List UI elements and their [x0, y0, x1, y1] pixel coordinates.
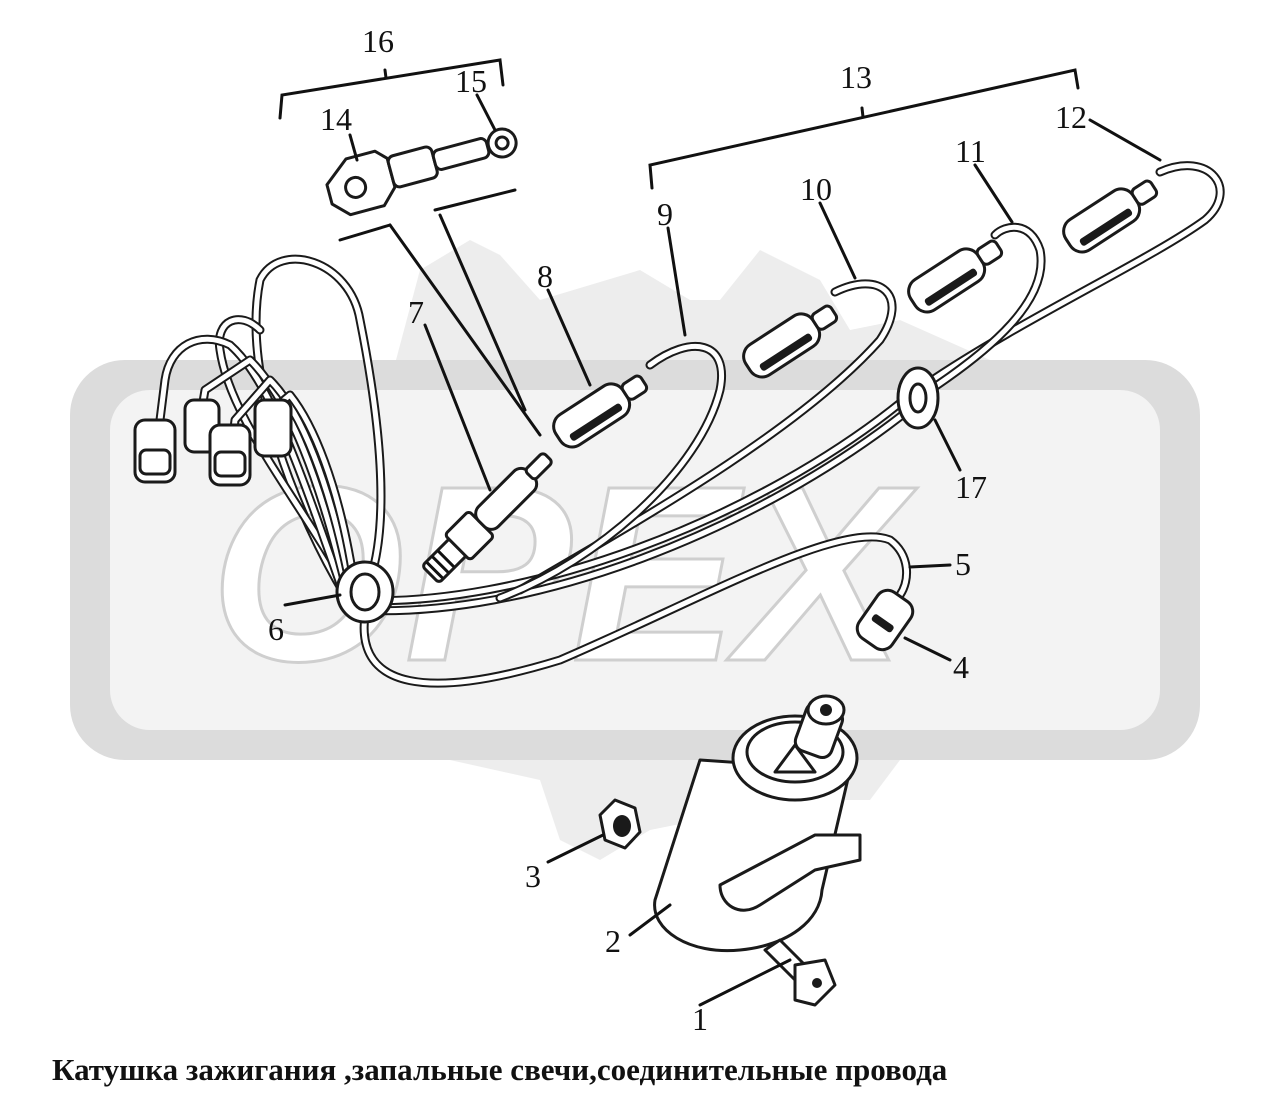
callout-5: 5 — [955, 546, 971, 582]
plug-cap-10 — [742, 304, 839, 379]
nut-3 — [598, 798, 642, 850]
callout-14: 14 — [320, 101, 352, 137]
callout-16: 16 — [362, 23, 394, 59]
plug-cap-8 — [552, 374, 649, 449]
callout-2: 2 — [605, 923, 621, 959]
bolt-1 — [763, 938, 837, 1007]
callout-4: 4 — [953, 649, 969, 685]
callout-15: 15 — [455, 63, 487, 99]
callout-17: 17 — [955, 469, 987, 505]
callouts: 1 2 3 4 5 6 7 8 9 10 11 12 13 14 15 16 1… — [268, 23, 1087, 1037]
plug-cap-12 — [1062, 179, 1159, 254]
wire-harness — [155, 161, 1225, 688]
coil-terminal-4 — [855, 588, 915, 652]
callout-7: 7 — [408, 294, 424, 330]
callout-12: 12 — [1055, 99, 1087, 135]
terminal-boot — [253, 398, 293, 458]
callout-3: 3 — [525, 858, 541, 894]
callout-9: 9 — [657, 196, 673, 232]
distributor-terminals — [133, 398, 293, 487]
callout-1: 1 — [692, 1001, 708, 1037]
group-bracket-16 — [278, 58, 505, 120]
callout-6: 6 — [268, 611, 284, 647]
callout-11: 11 — [955, 133, 986, 169]
leader-lines — [283, 93, 1162, 1007]
terminal-boot — [133, 418, 177, 484]
spark-plug-7 — [422, 452, 553, 583]
tip-assembly-16 — [325, 127, 518, 217]
plug-cap-11 — [907, 239, 1004, 314]
grommet-17 — [896, 366, 940, 430]
callout-8: 8 — [537, 258, 553, 294]
clamp-6 — [335, 560, 395, 624]
terminal-boot — [208, 423, 252, 487]
callout-10: 10 — [800, 171, 832, 207]
ignition-coil-2 — [653, 694, 862, 953]
figure-caption: Катушка зажигания ,запальные свечи,соеди… — [52, 1052, 948, 1087]
spark-plug-caps — [552, 179, 1159, 449]
callout-13: 13 — [840, 59, 872, 95]
group-bracket-13 — [648, 68, 1080, 190]
